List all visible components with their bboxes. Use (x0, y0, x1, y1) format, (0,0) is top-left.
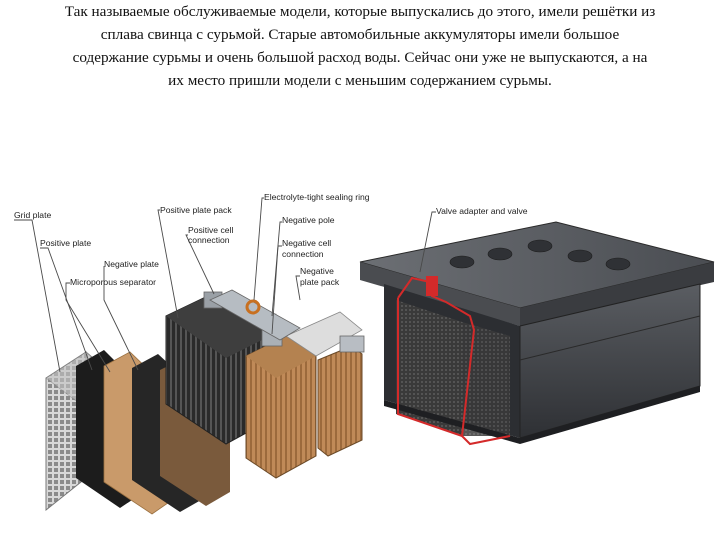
label-valve-adapter-and-valve: Valve adapter and valve (436, 206, 528, 216)
label-negative-plate: Negative plate (104, 259, 159, 269)
label-positive-cell-connection-1: Positive cell (188, 225, 233, 235)
label-microporous-separator: Microporous separator (70, 277, 156, 287)
battery-housing (360, 222, 714, 444)
label-grid-plate: Grid plate (14, 210, 51, 220)
label-positive-cell-connection-2: connection (188, 235, 230, 245)
label-electrolyte-tight-sealing-ring: Electrolyte-tight sealing ring (264, 192, 370, 202)
label-positive-plate: Positive plate (40, 238, 91, 248)
label-negative-cell-connection-2: connection (282, 249, 324, 259)
label-negative-plate-pack-1: Negative (300, 266, 334, 276)
label-negative-pole: Negative pole (282, 215, 335, 225)
label-positive-plate-pack: Positive plate pack (160, 205, 232, 215)
label-negative-plate-pack-2: plate pack (300, 277, 340, 287)
label-negative-cell-connection-1: Negative cell (282, 238, 331, 248)
